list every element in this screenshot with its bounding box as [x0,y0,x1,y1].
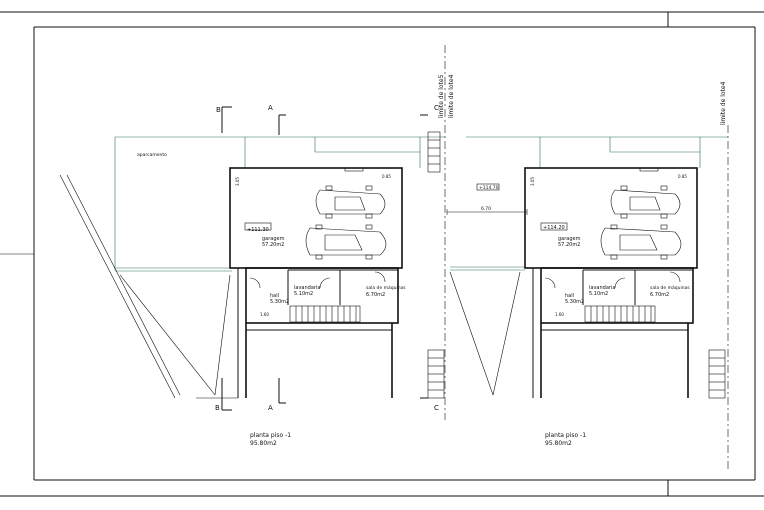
section-label-c-bottom: C [434,404,439,412]
dimension-value: 6.70 [481,206,491,212]
right-garage-label: garagem [558,236,581,242]
left-machine-area: 6.70m2 [366,292,385,298]
left-bathroom-area: 5.10m2 [294,291,313,297]
section-label-a-top: A [268,104,273,112]
boundary-label-lote5: limite de lote5 [438,74,445,118]
dimension-line: 6.70 +114.70 [446,183,528,215]
right-dim-width: 0.85 [678,174,687,179]
left-floor-title: planta piso -1 [250,432,291,439]
right-elevation: +114.20 [543,225,565,231]
left-dim-stair: 1.60 [260,312,269,317]
right-hall-label: hall [565,293,574,299]
left-hall-area: 5.30m2 [270,299,289,305]
right-bathroom-area: 5.10m2 [589,291,608,297]
boundary-label-lote4: limite de lote4 [448,74,455,118]
right-floor-title: planta piso -1 [545,432,586,439]
unit-right [449,136,728,399]
left-hall-label: hall [270,293,279,299]
left-garage-area: 57.20m2 [262,242,284,248]
section-label-a-bottom: A [268,404,273,412]
right-elevation-outer: +114.70 [479,185,499,191]
car-icon [305,224,387,260]
right-bathroom-label: lavandaria [589,285,615,291]
right-machine-label: sala de máquinas [650,284,690,291]
car-icon [315,185,386,219]
left-floor-area: 95.80m2 [250,440,277,447]
right-dim-stair: 1.60 [555,312,564,317]
boundary-label-lote4-right: limite de lote4 [720,81,727,125]
right-dim-height: 3.05 [530,177,535,186]
right-machine-area: 6.70m2 [650,292,669,298]
left-dim-height: 3.05 [235,177,240,186]
left-bathroom-label: lavandaria [294,285,320,291]
section-label-c-top: C [434,104,439,112]
section-label-b-bottom: B [215,404,220,412]
unit-left [59,106,445,411]
parking-area-label: aparcamento [137,152,167,158]
right-floor-area: 95.80m2 [545,440,572,447]
left-garage-label: garagem [262,236,285,242]
left-dim-width: 0.85 [382,174,391,179]
car-icon [610,185,681,219]
right-garage-area: 57.20m2 [558,242,580,248]
right-hall-area: 5.30m2 [565,299,584,305]
section-label-b-top: B [216,106,221,114]
lot-boundaries: limite de lote5 limite de lote4 limite d… [438,45,729,470]
sheet-frame [0,11,764,497]
left-machine-label: sala de máquinas [366,284,406,291]
car-icon [600,224,682,260]
